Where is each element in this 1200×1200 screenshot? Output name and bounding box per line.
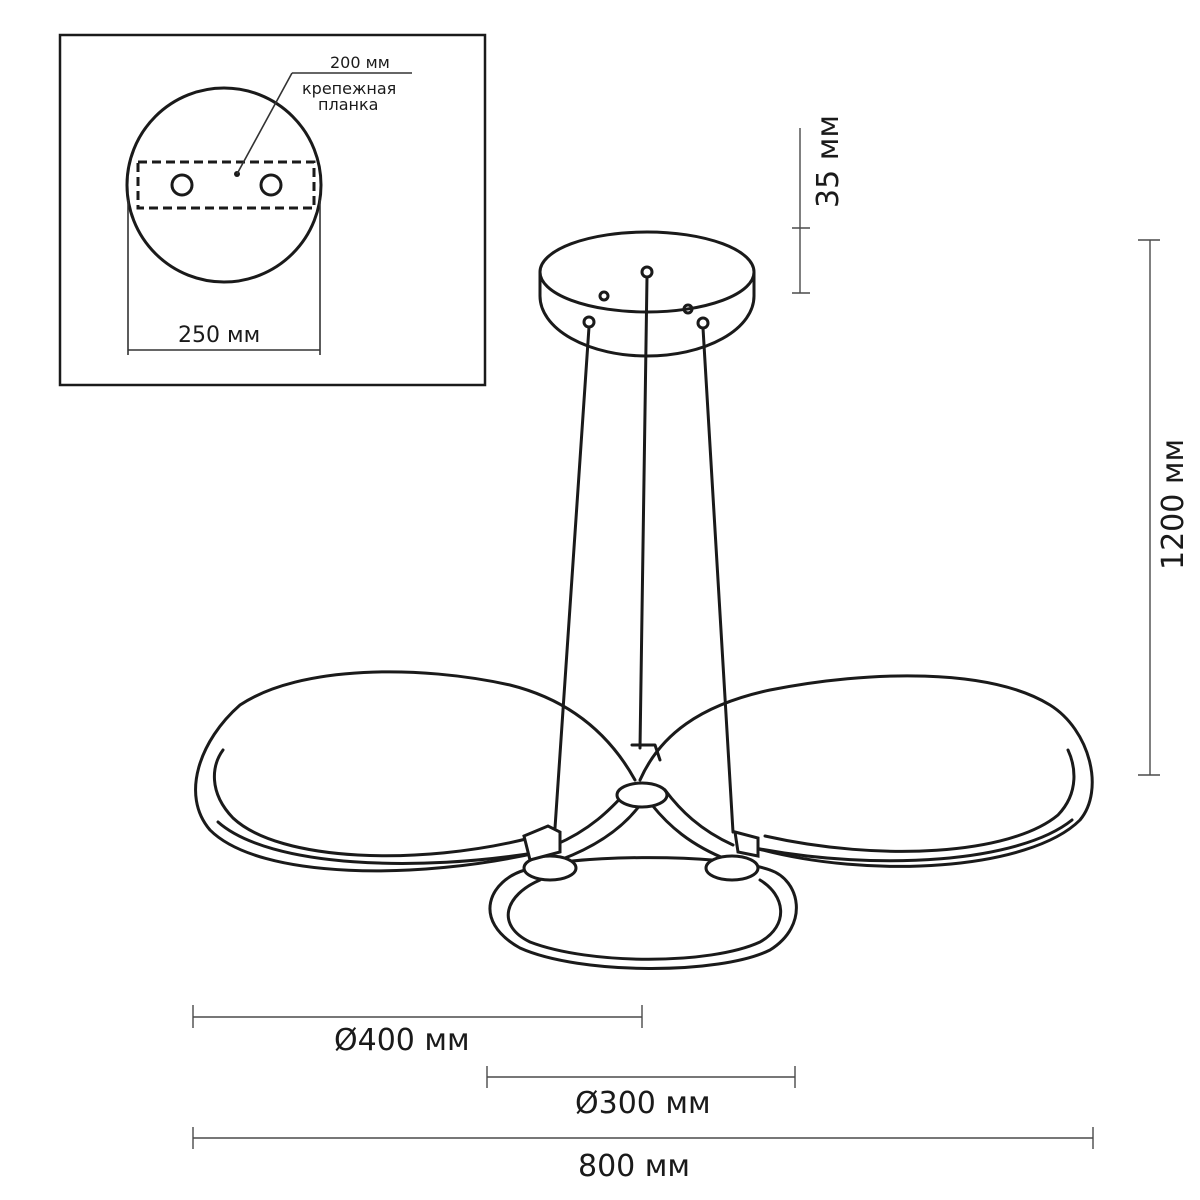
mounting-plate-dashed (136, 160, 316, 210)
mounting-hole-left (170, 173, 194, 197)
inset-frame (58, 33, 487, 387)
right-large-ring (638, 674, 1094, 868)
total-width-label: 800 мм (578, 1149, 690, 1184)
total-height-dimension: 1200 мм (1138, 239, 1191, 776)
ceiling-canopy (538, 230, 756, 358)
left-large-ring (194, 670, 637, 873)
suspension-cables (553, 275, 735, 834)
small-ring-diameter-dimension: Ø300 мм (486, 1066, 796, 1121)
small-ring-diameter-label: Ø300 мм (575, 1086, 711, 1121)
plate-name-line1: крепежная (302, 79, 396, 98)
large-ring-diameter-label: Ø400 мм (334, 1023, 470, 1058)
total-width-dimension: 800 мм (192, 1127, 1094, 1184)
chandelier-side-view (194, 230, 1094, 970)
canopy-height-label: 35 мм (811, 115, 846, 208)
plate-leader-line (236, 72, 293, 175)
canopy-top-view-circle (125, 86, 323, 284)
canopy-height-dimension: 35 мм (792, 115, 846, 294)
ring-joints (522, 781, 760, 882)
canopy-diameter-label: 250 мм (178, 323, 260, 348)
large-ring-diameter-dimension: Ø400 мм (192, 1005, 643, 1058)
mounting-hole-right (259, 173, 283, 197)
total-height-label: 1200 мм (1156, 439, 1191, 570)
plate-width-label: 200 мм (330, 53, 390, 72)
plate-name-line2: планка (318, 95, 378, 114)
canopy-top-view-inset: 200 мм крепежная планка 250 мм (58, 33, 487, 387)
